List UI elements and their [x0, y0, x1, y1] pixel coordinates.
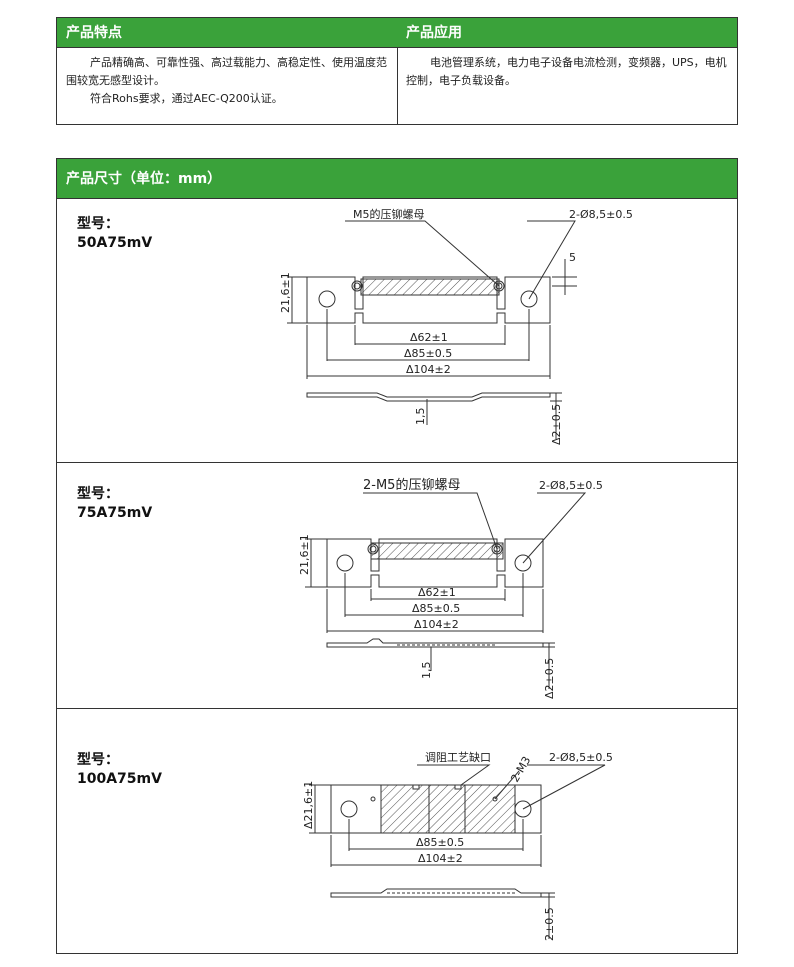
- model-label: 型号：: [77, 752, 119, 768]
- applications-text: 电池管理系统，电力电子设备电流检测，变频器，UPS，电机控制，电子负载设备。: [406, 56, 727, 87]
- features-applications-table: 产品特点 产品精确高、可靠性强、高过载能力、高稳定性、使用温度范围较宽无感型设计…: [56, 17, 738, 125]
- model-label: 型号：: [77, 216, 119, 232]
- features-line: 产品精确高、可靠性强、高过载能力、高稳定性、使用温度范围较宽无感型设计。: [66, 56, 387, 87]
- dim-length: Δ104±2: [418, 852, 463, 865]
- dim-thickness: 1,5: [414, 408, 427, 426]
- dimensions-header: 产品尺寸（单位：mm）: [57, 159, 737, 199]
- callout-hole: 2-Ø8,5±0.5: [569, 208, 633, 221]
- dim-inner: Δ62±1: [410, 331, 448, 344]
- features-body: 产品精确高、可靠性强、高过载能力、高稳定性、使用温度范围较宽无感型设计。 符合R…: [57, 48, 397, 108]
- dim-height: 21,6±1: [279, 272, 292, 313]
- model-row-75a: 型号： 75A75mV: [57, 463, 737, 709]
- dim-holes: Δ85±0.5: [404, 347, 452, 360]
- dimensions-table: 产品尺寸（单位：mm） 型号： 50A75mV: [56, 158, 738, 954]
- model-name: 50A75mV: [77, 235, 153, 251]
- dim-total-thickness: Δ2±0.5: [543, 658, 556, 699]
- dim-length: Δ104±2: [406, 363, 451, 376]
- drawing-75a: 2-M5的压铆螺母 2-Ø8,5±0.5 21,6±1 Δ62±1 Δ85±0.…: [298, 477, 603, 699]
- features-column: 产品特点 产品精确高、可靠性强、高过载能力、高稳定性、使用温度范围较宽无感型设计…: [57, 18, 398, 124]
- callout-nut: M5的压铆螺母: [353, 207, 425, 221]
- model-title: 型号： 100A75mV: [77, 751, 162, 789]
- dim-total-thickness: Δ2±0.5: [550, 404, 563, 445]
- model-title: 型号： 50A75mV: [77, 215, 152, 253]
- dim-thickness: 1,5: [420, 662, 433, 680]
- callout-m3: 2-M3: [508, 754, 533, 784]
- applications-body: 电池管理系统，电力电子设备电流检测，变频器，UPS，电机控制，电子负载设备。: [397, 48, 737, 90]
- dim-top-offset: 5: [569, 251, 576, 264]
- dim-total-thickness: 2±0.5: [543, 907, 556, 941]
- features-header: 产品特点: [57, 18, 397, 48]
- dim-height: 21,6±1: [298, 534, 311, 575]
- dim-height: Δ21,6±1: [302, 781, 315, 829]
- model-title: 型号： 75A75mV: [77, 485, 152, 523]
- model-label: 型号：: [77, 486, 119, 502]
- applications-column: 产品应用 电池管理系统，电力电子设备电流检测，变频器，UPS，电机控制，电子负载…: [397, 18, 737, 124]
- dim-length: Δ104±2: [414, 618, 459, 631]
- callout-notch: 调阻工艺缺口: [425, 750, 491, 764]
- model-name: 75A75mV: [77, 505, 153, 521]
- dim-inner: Δ62±1: [418, 586, 456, 599]
- callout-hole: 2-Ø8,5±0.5: [549, 751, 613, 764]
- features-line: 符合Rohs要求，通过AEC-Q200认证。: [90, 92, 283, 105]
- model-row-100a: 型号： 100A75mV: [57, 709, 737, 953]
- callout-hole: 2-Ø8,5±0.5: [539, 479, 603, 492]
- callout-nut: 2-M5的压铆螺母: [363, 477, 460, 493]
- applications-header: 产品应用: [397, 18, 737, 48]
- drawing-50a: M5的压铆螺母 2-Ø8,5±0.5 5 21,6±1 Δ62±1 Δ85±0.…: [279, 207, 633, 445]
- model-name: 100A75mV: [77, 771, 162, 787]
- dim-holes: Δ85±0.5: [412, 602, 460, 615]
- drawing-100a: 调阻工艺缺口 2-M3 2-Ø8,5±0.5 Δ21,6±1 Δ85±0.5 Δ…: [302, 750, 613, 941]
- dim-holes: Δ85±0.5: [416, 836, 464, 849]
- model-row-50a: 型号： 50A75mV: [57, 199, 737, 463]
